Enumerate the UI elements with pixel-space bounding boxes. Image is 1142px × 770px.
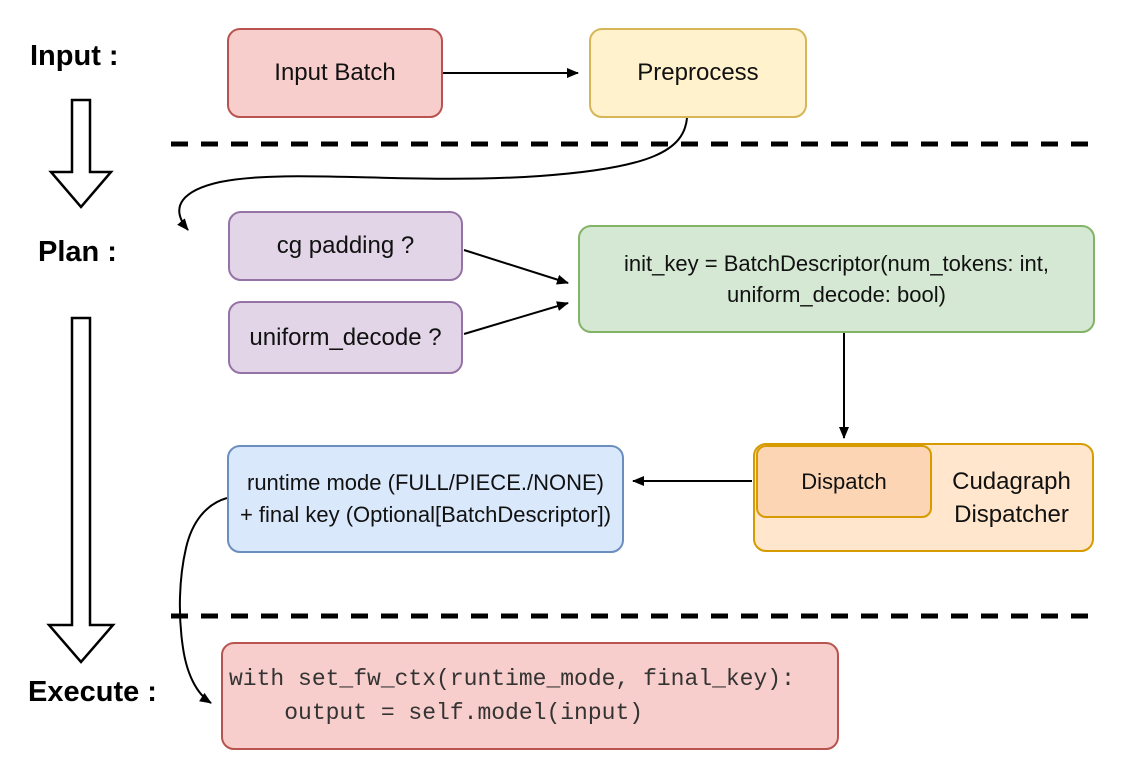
node-preprocess-label: Preprocess bbox=[637, 59, 759, 86]
node-uniform-decode-label: uniform_decode ? bbox=[249, 323, 442, 351]
stage-label-input: Input : bbox=[30, 40, 119, 72]
node-input-batch-label: Input Batch bbox=[274, 59, 396, 86]
node-cudagraph-dispatcher-label: Cudagraph Dispatcher bbox=[952, 465, 1071, 531]
node-execute-code-line2: output = self.model(input) bbox=[229, 700, 644, 726]
stage-label-plan: Plan : bbox=[38, 236, 117, 268]
node-init-key-line2: uniform_decode: bool) bbox=[727, 282, 946, 307]
arrow-cg-padding-to-init-key bbox=[463, 249, 569, 285]
node-dispatch-label: Dispatch bbox=[801, 468, 887, 494]
flow-arrow-plan-to-execute-icon bbox=[46, 316, 116, 664]
node-cudagraph-dispatcher-line2: Dispatcher bbox=[954, 500, 1069, 528]
flow-arrow-input-to-plan-icon bbox=[48, 98, 114, 209]
node-execute-code: with set_fw_ctx(runtime_mode, final_key)… bbox=[221, 642, 839, 750]
node-dispatch: Dispatch bbox=[756, 445, 932, 518]
node-uniform-decode: uniform_decode ? bbox=[228, 301, 463, 374]
node-init-key: init_key = BatchDescriptor(num_tokens: i… bbox=[578, 225, 1095, 333]
node-runtime-mode: runtime mode (FULL/PIECE./NONE) + final … bbox=[227, 445, 624, 553]
node-runtime-mode-line2: + final key (Optional[BatchDescriptor]) bbox=[239, 502, 612, 527]
arrow-uniform-decode-to-init-key bbox=[463, 301, 569, 335]
node-input-batch: Input Batch bbox=[227, 28, 443, 118]
node-preprocess: Preprocess bbox=[589, 28, 807, 118]
node-init-key-line1: init_key = BatchDescriptor(num_tokens: i… bbox=[624, 251, 1049, 276]
node-runtime-mode-line1: runtime mode (FULL/PIECE./NONE) bbox=[247, 470, 604, 495]
node-execute-code-line1: with set_fw_ctx(runtime_mode, final_key)… bbox=[229, 666, 795, 692]
curve-preprocess-to-cg-padding bbox=[177, 117, 688, 231]
node-cg-padding: cg padding ? bbox=[228, 211, 463, 281]
curve-runtime-mode-to-execute-code bbox=[178, 497, 228, 704]
stage-label-execute: Execute : bbox=[28, 676, 157, 708]
node-cg-padding-label: cg padding ? bbox=[276, 232, 415, 259]
node-cudagraph-dispatcher-line1: Cudagraph bbox=[952, 467, 1071, 495]
